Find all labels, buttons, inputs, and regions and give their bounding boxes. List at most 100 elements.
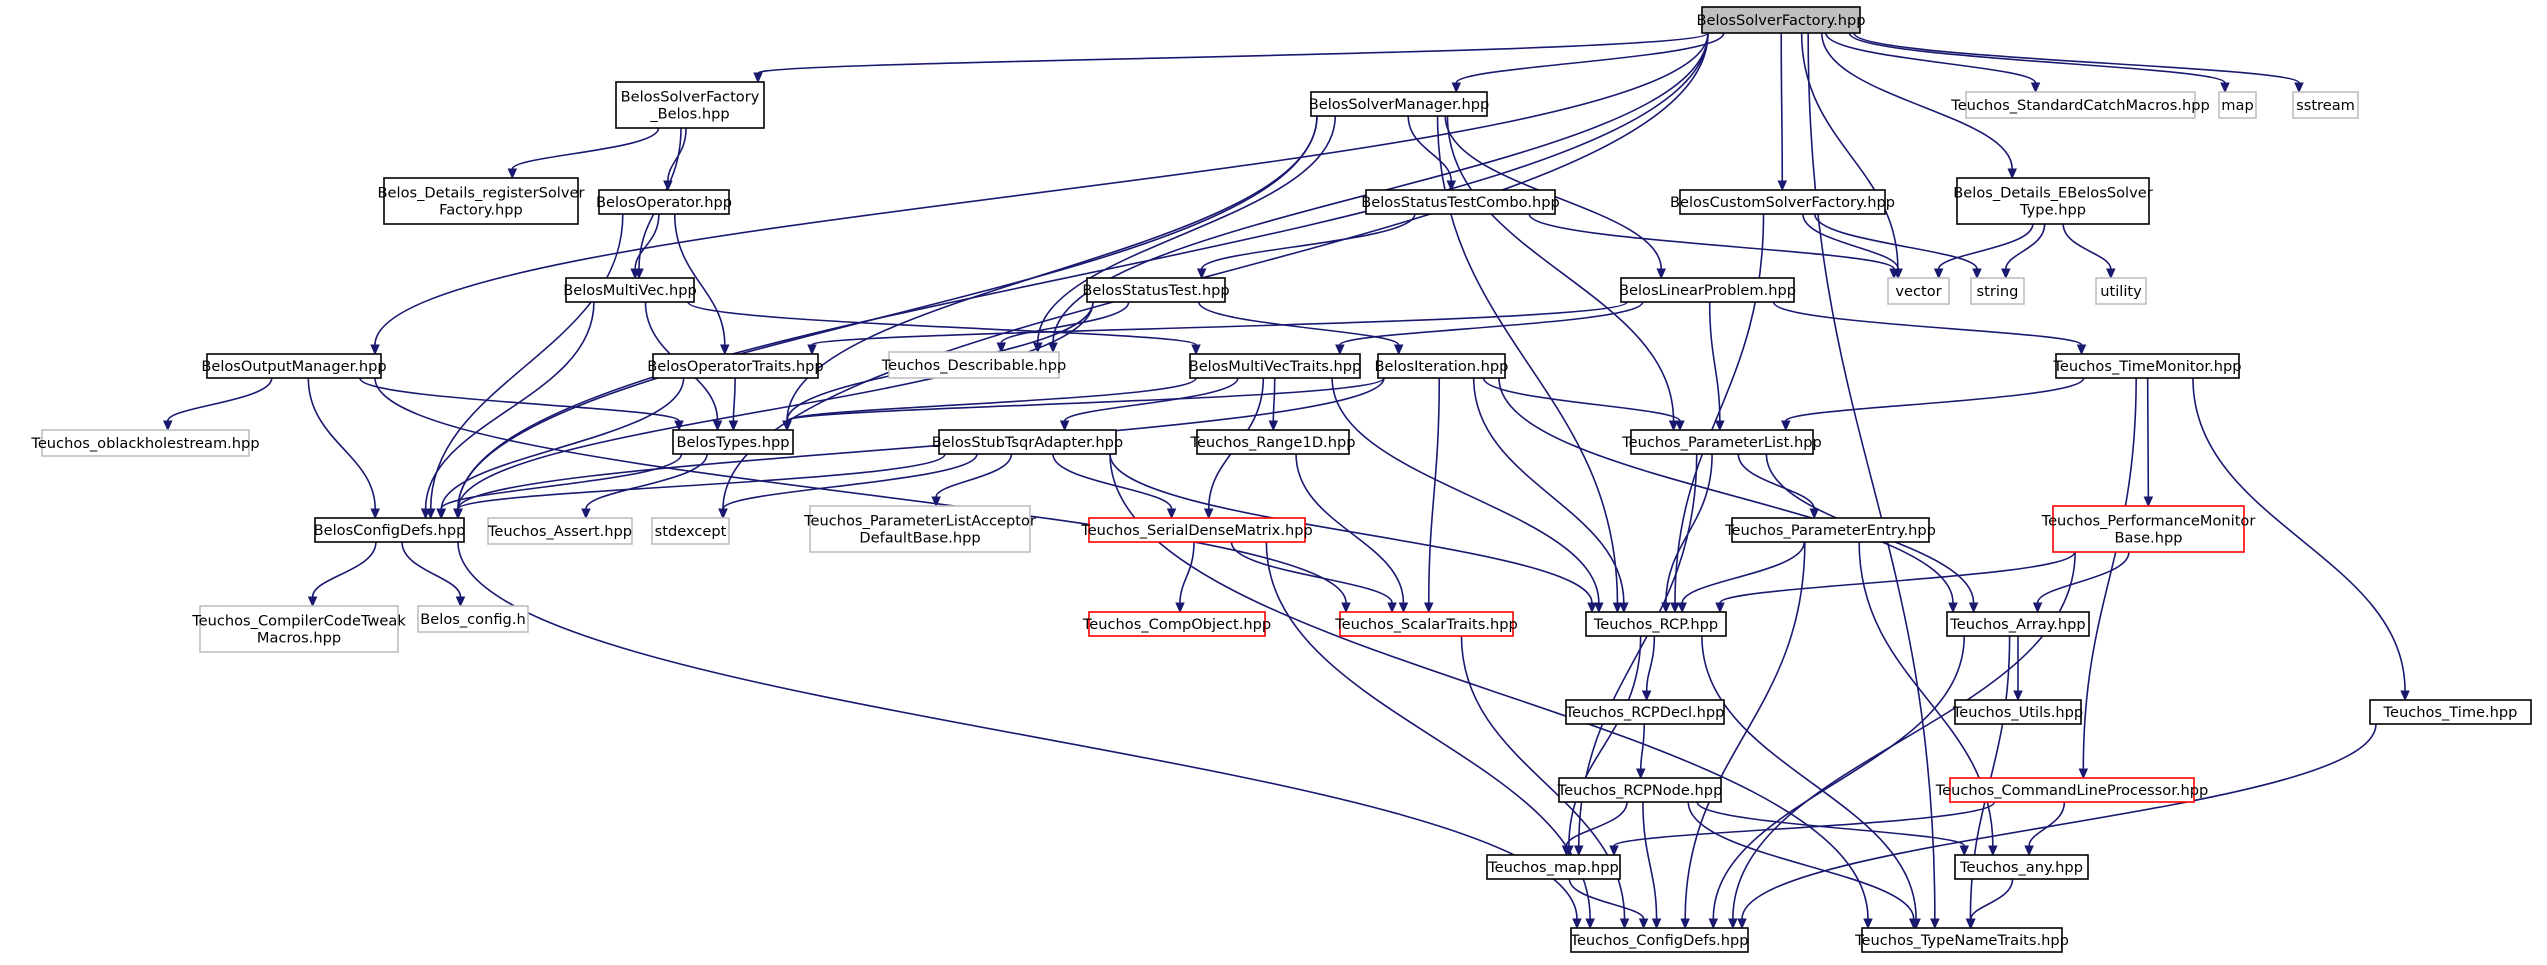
edge-line	[722, 453, 978, 510]
node-config-defs[interactable]: BelosConfigDefs.hpp	[314, 517, 466, 543]
node-assert[interactable]: Teuchos_Assert.hpp	[487, 517, 633, 545]
node-status-test[interactable]: BelosStatusTest.hpp	[1082, 277, 1230, 303]
edge-multivec-traits-to-stub-tsqr	[1059, 377, 1239, 432]
node-teuchos-config-defs[interactable]: Teuchos_ConfigDefs.hpp	[1570, 927, 1749, 953]
node-box	[809, 505, 1031, 553]
node-scalar-traits[interactable]: Teuchos_ScalarTraits.hpp	[1334, 611, 1518, 637]
node-box	[1887, 277, 1950, 305]
node-serial-dense[interactable]: Teuchos_SerialDenseMatrix.hpp	[1080, 517, 1313, 543]
edge-arrowhead	[1651, 918, 1662, 930]
node-belos-config-h[interactable]: Belos_config.h	[417, 605, 529, 633]
node-status-combo[interactable]: BelosStatusTestCombo.hpp	[1361, 189, 1560, 215]
edge-line	[585, 453, 708, 510]
edge-arrowhead	[996, 342, 1007, 354]
edge-line	[1446, 115, 1675, 422]
node-root[interactable]: BelosSolverFactory.hpp	[1696, 6, 1866, 34]
node-custom-factory[interactable]: BelosCustomSolverFactory.hpp	[1670, 189, 1895, 215]
node-time[interactable]: Teuchos_Time.hpp	[2369, 699, 2532, 725]
edge-arrowhead	[1708, 918, 1719, 930]
node-rcp-node[interactable]: Teuchos_RCPNode.hpp	[1557, 777, 1723, 803]
edge-arrowhead	[807, 344, 817, 356]
edge-arrowhead	[507, 168, 518, 180]
edge-line	[1821, 32, 2013, 170]
node-label: stdexcept	[655, 523, 727, 540]
node-linear-problem[interactable]: BelosLinearProblem.hpp	[1619, 277, 1796, 303]
node-teuchos-map[interactable]: Teuchos_map.hpp	[1486, 854, 1621, 880]
edge-config-defs-to-compiler-tweak	[307, 541, 377, 608]
node-stdexcept[interactable]: stdexcept	[651, 517, 730, 545]
edge-arrowhead	[1968, 602, 1979, 614]
node-solver-manager[interactable]: BelosSolverManager.hpp	[1309, 91, 1489, 117]
edge-line	[457, 541, 1578, 920]
node-factory-belos[interactable]: BelosSolverFactory_Belos.hpp	[615, 81, 765, 129]
edge-arrowhead	[1933, 268, 1944, 280]
node-multivec[interactable]: BelosMultiVec.hpp	[563, 277, 697, 303]
node-box	[1954, 699, 2082, 725]
node-range1d[interactable]: Teuchos_Range1D.hpp	[1190, 429, 1356, 455]
node-label: Teuchos_ConfigDefs.hpp	[1570, 932, 1749, 949]
node-describable[interactable]: Teuchos_Describable.hpp	[881, 351, 1067, 379]
node-iteration[interactable]: BelosIteration.hpp	[1375, 353, 1509, 379]
edge-array-to-utils	[2013, 635, 2023, 702]
node-utils[interactable]: Teuchos_Utils.hpp	[1952, 699, 2083, 725]
edge-e-solver-type-to-utility	[2062, 223, 2116, 280]
edge-parameter-entry-to-any	[1858, 541, 1998, 857]
edge-operator-to-multivec	[630, 213, 660, 280]
edge-perf-monitor-to-rcp	[1715, 551, 2076, 614]
node-array[interactable]: Teuchos_Array.hpp	[1946, 611, 2090, 637]
edge-e-solver-type-to-string	[2001, 223, 2046, 280]
node-cmdline[interactable]: Teuchos_CommandLineProcessor.hpp	[1935, 777, 2209, 803]
node-time-monitor[interactable]: Teuchos_TimeMonitor.hpp	[2052, 353, 2242, 379]
node-box	[1339, 611, 1514, 637]
node-operator-traits[interactable]: BelosOperatorTraits.hpp	[647, 353, 824, 379]
edge-custom-factory-to-string	[1813, 213, 1982, 280]
node-type-name-traits[interactable]: Teuchos_TypeNameTraits.hpp	[1854, 927, 2069, 953]
node-box	[652, 353, 819, 379]
edge-root-to-vector	[1800, 32, 1903, 280]
edge-arrowhead	[1715, 420, 1725, 432]
node-label: Macros.hpp	[257, 630, 341, 647]
edge-line	[1000, 301, 1130, 344]
node-label: string	[1977, 283, 2019, 300]
node-operator[interactable]: BelosOperator.hpp	[596, 189, 732, 215]
node-label: BelosSolverFactory	[621, 89, 760, 106]
edge-arrowhead	[2076, 344, 2087, 356]
node-vector[interactable]: vector	[1887, 277, 1950, 305]
edge-line	[667, 127, 687, 182]
node-label: Teuchos_ParameterListAcceptor	[803, 513, 1036, 530]
node-std-catch[interactable]: Teuchos_StandardCatchMacros.hpp	[1950, 91, 2210, 119]
node-parameter-entry[interactable]: Teuchos_ParameterEntry.hpp	[1724, 517, 1936, 543]
node-oblackhole[interactable]: Teuchos_oblackholestream.hpp	[30, 429, 260, 457]
node-output-manager[interactable]: BelosOutputManager.hpp	[201, 353, 387, 379]
node-comp-object[interactable]: Teuchos_CompObject.hpp	[1082, 611, 1271, 637]
node-types[interactable]: BelosTypes.hpp	[672, 429, 794, 455]
edge-arrowhead	[1670, 602, 1680, 614]
edge-factory-belos-to-operator	[663, 127, 687, 192]
node-multivec-traits[interactable]: BelosMultiVecTraits.hpp	[1189, 353, 1362, 379]
edge-output-manager-to-scalar-traits	[374, 377, 1351, 614]
node-any[interactable]: Teuchos_any.hpp	[1954, 854, 2089, 880]
edge-line	[1230, 541, 1393, 604]
edge-range1d-to-scalar-traits	[1295, 453, 1409, 614]
edge-line	[311, 541, 377, 598]
node-box	[938, 429, 1117, 455]
node-parameter-list[interactable]: Teuchos_ParameterList.hpp	[1621, 429, 1822, 455]
node-map[interactable]: map	[2218, 91, 2257, 119]
edge-arrowhead	[307, 596, 318, 608]
node-string[interactable]: string	[1970, 277, 2025, 305]
node-stub-tsqr[interactable]: BelosStubTsqrAdapter.hpp	[932, 429, 1123, 455]
edge-linear-problem-to-parameter-list	[1708, 301, 1725, 432]
node-utility[interactable]: utility	[2095, 277, 2147, 305]
node-pl-acceptor[interactable]: Teuchos_ParameterListAcceptorDefaultBase…	[803, 505, 1036, 553]
edge-arrowhead	[1393, 344, 1404, 356]
node-rcp[interactable]: Teuchos_RCP.hpp	[1585, 611, 1727, 637]
edge-any-to-type-name-traits	[1966, 878, 2014, 930]
node-box	[1189, 353, 1361, 379]
node-rcp-decl[interactable]: Teuchos_RCPDecl.hpp	[1565, 699, 1725, 725]
edge-operator-to-operator-traits	[673, 213, 730, 356]
node-sstream[interactable]: sstream	[2292, 91, 2359, 119]
